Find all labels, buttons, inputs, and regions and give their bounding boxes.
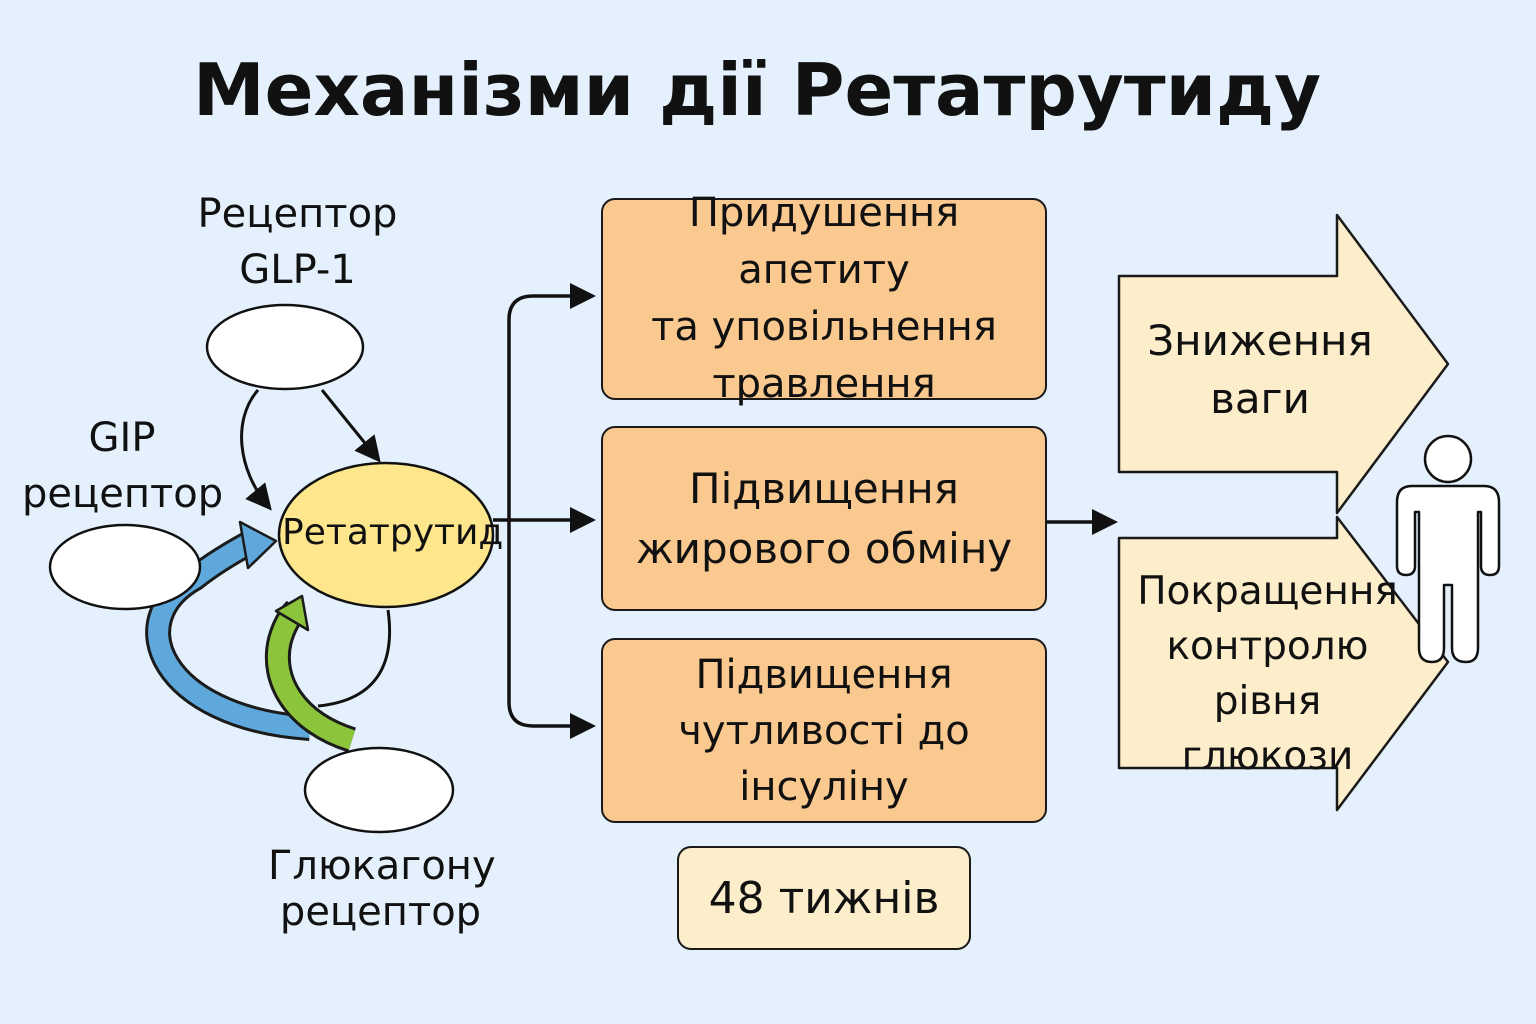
glucagon-receptor-node bbox=[303, 746, 455, 834]
center-label: Ретатрутид bbox=[282, 512, 504, 553]
branch-connector bbox=[507, 283, 596, 520]
effect-label: Придушення апетиту та уповільнення травл… bbox=[651, 190, 997, 407]
outcome-arrow-glucose bbox=[1117, 515, 1450, 812]
effect-box-appetite: Придушення апетиту та уповільнення травл… bbox=[601, 190, 1047, 407]
center-node bbox=[277, 461, 495, 609]
gip-receptor-label: GIP рецептор bbox=[22, 415, 224, 517]
effect-label: Підвищення чутливості до інсуліну bbox=[678, 651, 970, 810]
effect-box-fat-metabolism: Підвищення жирового обміну bbox=[601, 426, 1047, 611]
duration-badge: 48 тижнів bbox=[677, 846, 971, 950]
gip-receptor-node bbox=[48, 523, 202, 611]
glp1-receptor-label: Рецептор GLP-1 bbox=[197, 191, 398, 293]
outcome-glucose-label: Покращення контролю рівня глюкози bbox=[1137, 569, 1398, 779]
glp1-receptor-node bbox=[205, 303, 365, 391]
outcome-weight-label: Зниження ваги bbox=[1147, 316, 1373, 423]
effect-label: Підвищення жирового обміну bbox=[635, 463, 1013, 573]
outcome-arrow-weight bbox=[1117, 213, 1450, 515]
glp1-arrow-straight bbox=[320, 389, 381, 463]
center-return-line bbox=[317, 609, 392, 708]
person-icon bbox=[1395, 434, 1501, 664]
glp1-arrow-curved bbox=[240, 389, 272, 511]
page-title: Механізми дії Ретатрутиду bbox=[193, 48, 1322, 132]
effect-box-insulin: Підвищення чутливості до інсуліну bbox=[601, 638, 1047, 823]
glucagon-receptor-label: Глюкагону рецептор bbox=[268, 843, 496, 935]
